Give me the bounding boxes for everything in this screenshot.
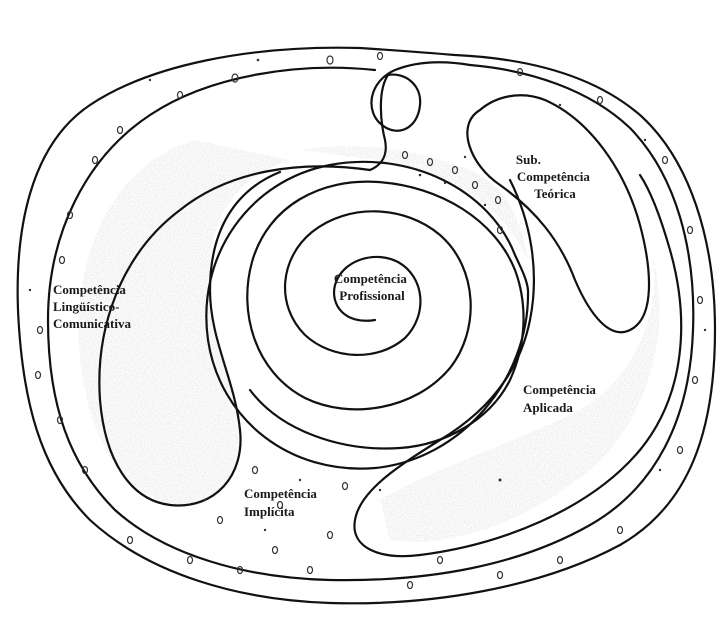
- label-aplicada-line2: Aplicada: [523, 400, 573, 415]
- top-loop: [370, 62, 470, 170]
- label-sub-teorica-line1: Sub.: [516, 152, 541, 167]
- label-linguistico-line1: Competência: [53, 282, 126, 297]
- label-linguistico: Competência Lingüístico- Comunicativa: [53, 282, 132, 331]
- label-implicita-line1: Competência: [244, 486, 317, 501]
- label-aplicada-line1: Competência: [523, 382, 596, 397]
- label-linguistico-line3: Comunicativa: [53, 316, 132, 331]
- label-implicita-line2: Implícita: [244, 504, 295, 519]
- label-sub-teorica-line2: Competência: [517, 169, 590, 184]
- label-profissional-line2: Profissional: [339, 288, 405, 303]
- label-profissional: Competência Profissional: [334, 271, 410, 303]
- label-sub-teorica-line3: Teórica: [534, 186, 576, 201]
- teorica-capsule: [467, 95, 649, 332]
- label-profissional-line1: Competência: [334, 271, 407, 286]
- label-sub-teorica: Sub. Competência Teórica: [516, 152, 593, 201]
- implicita-circle: [206, 162, 528, 469]
- shade-bottom-band: [380, 250, 660, 542]
- label-linguistico-line2: Lingüístico-: [53, 299, 119, 314]
